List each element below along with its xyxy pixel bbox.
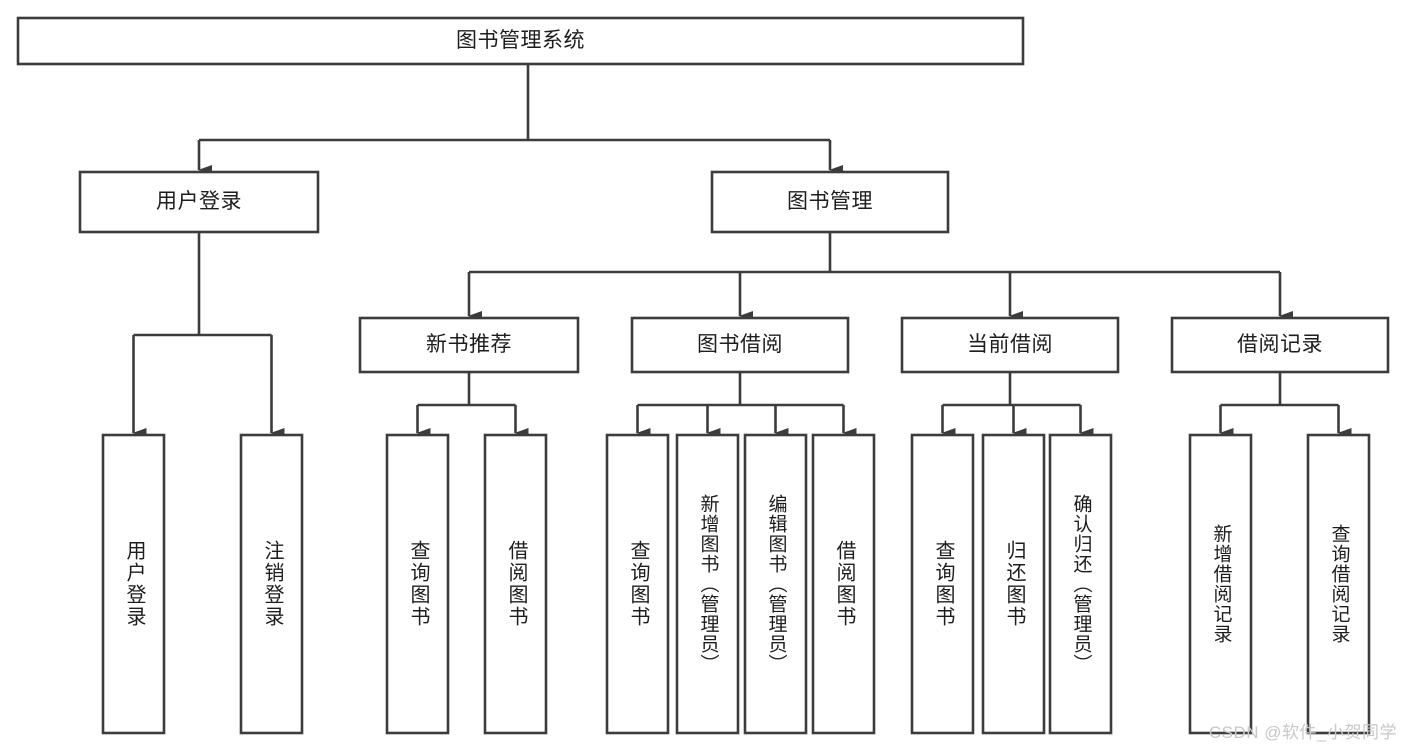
node-box-leaf-borrow-book-2[interactable]: [811, 433, 876, 735]
connectors-layer: [132, 64, 1352, 438]
node-box-leaf-query-book-1[interactable]: [385, 433, 450, 735]
node-box-user-login[interactable]: [78, 170, 320, 234]
node-box-leaf-borrow-book-1[interactable]: [483, 433, 548, 735]
boxes-layer: [16, 16, 1390, 735]
node-box-borrow-record[interactable]: [1170, 316, 1390, 374]
node-box-root[interactable]: [16, 16, 1025, 66]
node-box-leaf-confirm-return[interactable]: [1048, 433, 1113, 735]
node-box-leaf-add-book[interactable]: [675, 433, 740, 735]
node-box-current-borrow[interactable]: [900, 316, 1120, 374]
node-box-leaf-return-book[interactable]: [981, 433, 1046, 735]
node-box-book-management[interactable]: [710, 170, 950, 234]
node-box-leaf-user-login[interactable]: [101, 433, 166, 735]
node-box-leaf-logout[interactable]: [239, 433, 304, 735]
node-box-leaf-query-record[interactable]: [1306, 433, 1371, 735]
node-box-leaf-query-book-3[interactable]: [910, 433, 975, 735]
node-box-leaf-query-book-2[interactable]: [605, 433, 670, 735]
node-box-new-book-recommend[interactable]: [358, 316, 580, 374]
node-box-book-borrow[interactable]: [630, 316, 850, 374]
node-box-leaf-edit-book[interactable]: [743, 433, 808, 735]
node-box-leaf-add-record[interactable]: [1188, 433, 1253, 735]
